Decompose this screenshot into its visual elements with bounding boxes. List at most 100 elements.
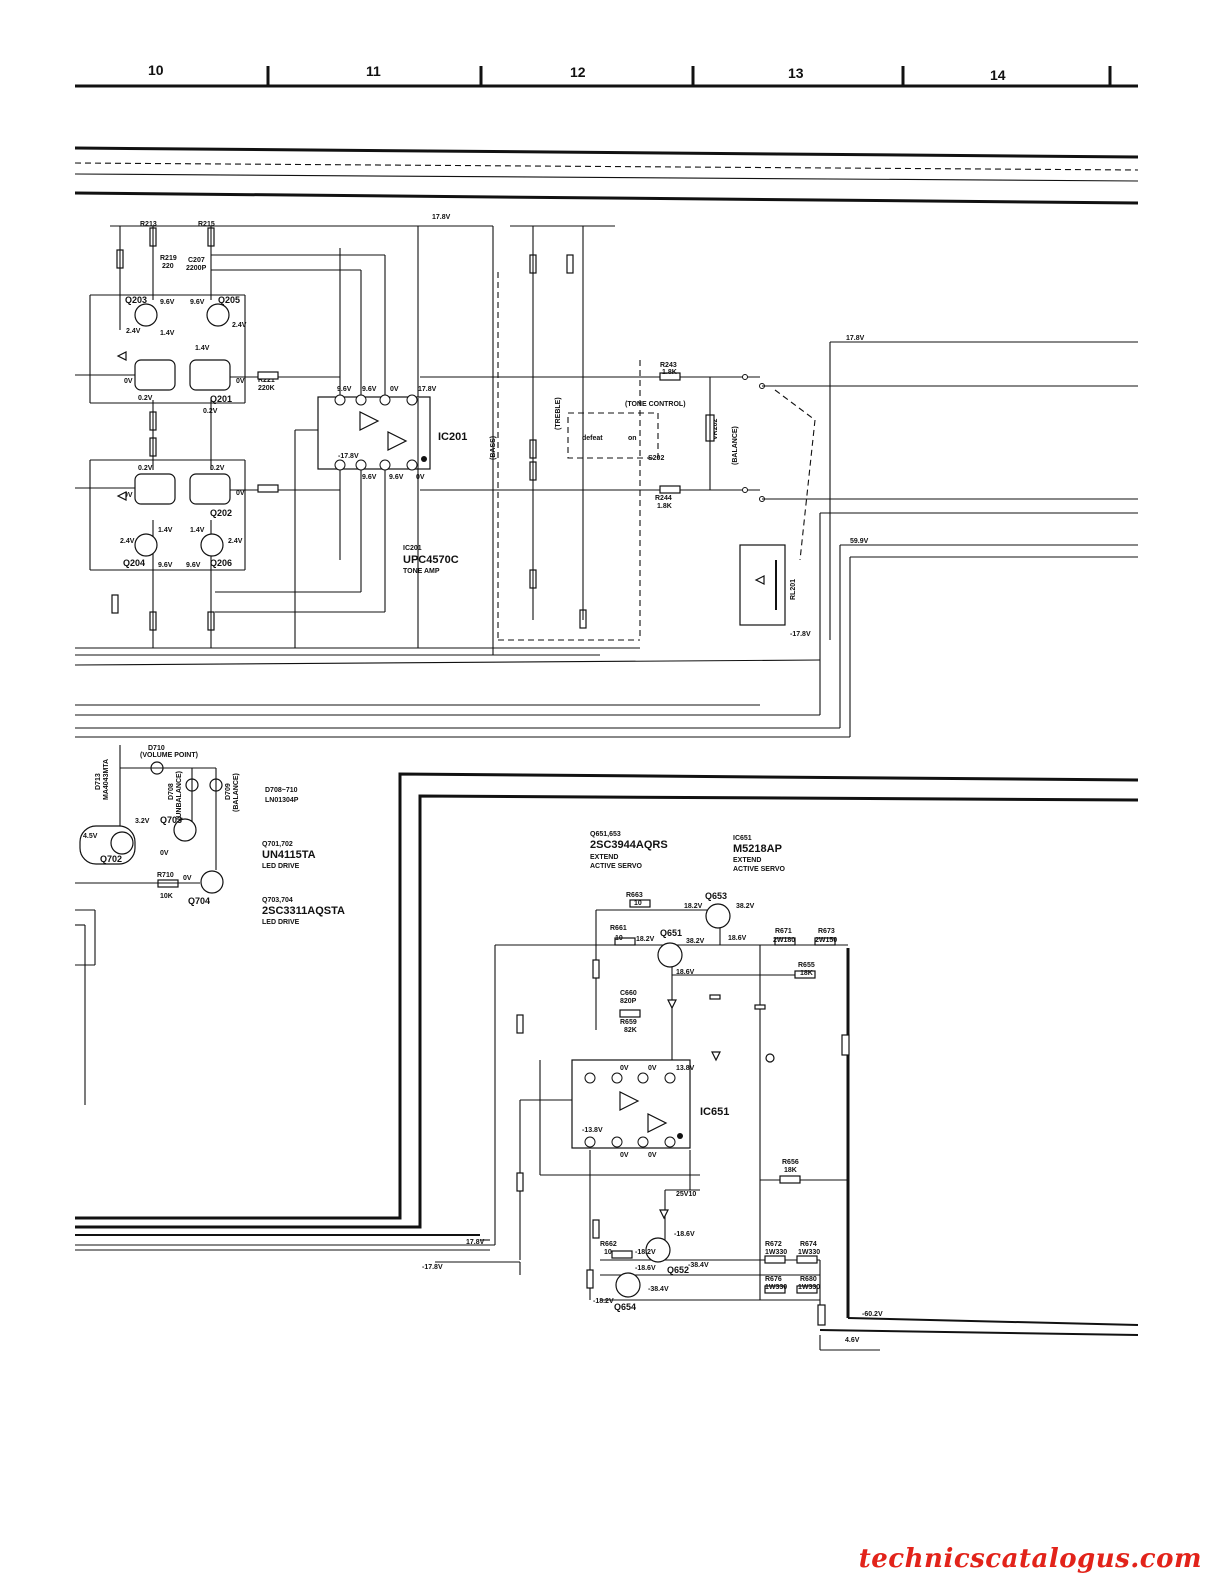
r672-ref: R672 xyxy=(765,1241,782,1248)
r655-ref: R655 xyxy=(798,962,815,969)
r662-ref: R662 xyxy=(600,1241,617,1248)
voltage-label: 9.6V xyxy=(337,386,352,393)
voltage-label: 17.8V xyxy=(846,335,865,342)
voltage-label: -38.4V xyxy=(688,1262,709,1269)
ic201-body xyxy=(317,396,431,470)
q203-label: Q203 xyxy=(125,295,147,305)
voltage-label: 0V xyxy=(390,386,399,393)
tone-control-label: (TONE CONTROL) xyxy=(625,401,686,408)
defeat-label: defeat xyxy=(582,435,603,442)
lower-frame-buses: -60.2V 4.6V xyxy=(75,772,1139,1351)
q205-label: Q205 xyxy=(218,295,240,305)
vr202-label: VR202 xyxy=(712,418,719,440)
voltage-label: 9.6V xyxy=(389,474,404,481)
column-ruler: 10 11 12 13 14 xyxy=(75,62,1138,88)
voltage-label: 0V xyxy=(620,1065,629,1072)
voltage-label: 9.6V xyxy=(190,299,205,306)
r244-ref: R244 xyxy=(655,495,672,502)
r221-val: 220K xyxy=(258,385,275,392)
q702-label: Q702 xyxy=(100,854,122,864)
q701-702-refs: Q701,702 xyxy=(262,841,293,848)
voltage-label: 18.2V xyxy=(684,903,703,910)
voltage-label: 0V xyxy=(183,875,192,882)
voltage-label: 0.2V xyxy=(138,395,153,402)
voltage-label: 1.4V xyxy=(190,527,205,534)
r243-ref: R243 xyxy=(660,362,677,369)
voltage-label: 0V xyxy=(648,1065,657,1072)
voltage-label: 1.4V xyxy=(160,330,175,337)
voltage-label: -18.2V xyxy=(635,1249,656,1256)
voltage-label: 1.4V xyxy=(158,527,173,534)
r655-val: 18K xyxy=(800,970,813,977)
voltage-label: 4.6V xyxy=(845,1337,860,1344)
q202-label: Q202 xyxy=(210,508,232,518)
voltage-label: 59.9V xyxy=(850,538,869,545)
voltage-label: 13.8V xyxy=(676,1065,695,1072)
voltage-label: -17.8V xyxy=(338,453,359,460)
r221-ref: R221 xyxy=(258,377,275,384)
q704-label: Q704 xyxy=(188,896,210,906)
r661-val: 10 xyxy=(615,935,623,942)
q703-704-refs: Q703,704 xyxy=(262,897,293,904)
voltage-label: 0.2V xyxy=(203,408,218,415)
voltage-label: -60.2V xyxy=(862,1311,883,1318)
voltage-label: 0V xyxy=(236,490,245,497)
d710-label: D710 xyxy=(148,745,165,752)
ruler-col-14: 14 xyxy=(990,67,1006,83)
voltage-label: 18.6V xyxy=(676,969,695,976)
r672-val: 1W330 xyxy=(765,1249,787,1256)
r676-ref: R676 xyxy=(765,1276,782,1283)
r213-ref: R213 xyxy=(140,221,157,228)
r656-ref: R656 xyxy=(782,1159,799,1166)
c660-val: 820P xyxy=(620,998,637,1005)
c660-ref: C660 xyxy=(620,990,637,997)
q201-label: Q201 xyxy=(210,394,232,404)
voltage-label: 0V xyxy=(416,474,425,481)
voltage-label: 0.2V xyxy=(210,465,225,472)
q701-702-desc: LED DRIVE xyxy=(262,863,300,870)
q206-label: Q206 xyxy=(210,558,232,568)
q653-label: Q653 xyxy=(705,891,727,901)
ruler-col-11: 11 xyxy=(366,63,381,79)
voltage-label: -17.8V xyxy=(790,631,811,638)
d709-desc: (BALANCE) xyxy=(233,773,240,812)
d708-label: D708 xyxy=(168,783,175,800)
voltage-label: 4.5V xyxy=(83,833,98,840)
s202-label: S202 xyxy=(648,455,664,462)
voltage-label: 0V xyxy=(124,378,133,385)
q703-704-part: 2SC3311AQSTA xyxy=(262,905,345,917)
q651-label: Q651 xyxy=(660,928,682,938)
voltage-label: 17.8V xyxy=(418,386,437,393)
voltage-label: -17.8V xyxy=(422,1264,443,1271)
r671-ref: R671 xyxy=(775,928,792,935)
voltage-label: 18.2V xyxy=(636,936,655,943)
voltage-label: 0V xyxy=(620,1152,629,1159)
voltage-label: -18.6V xyxy=(635,1265,656,1272)
voltage-label: 18.6V xyxy=(728,935,747,942)
ic201-note-ref: IC201 xyxy=(403,545,422,552)
voltage-label: 1.4V xyxy=(195,345,210,352)
voltage-label: 3.2V xyxy=(135,818,150,825)
voltage-label: 0.2V xyxy=(138,465,153,472)
ic201-part: UPC4570C xyxy=(403,554,459,566)
d713-desc: MA4043MTA xyxy=(103,759,110,800)
c207-ref: C207 xyxy=(188,257,205,264)
q651-653-refs: Q651,653 xyxy=(590,831,621,838)
voltage-label: 0V xyxy=(236,378,245,385)
r243-val: 1.8K xyxy=(662,369,677,376)
d708-710-refs: D708~710 xyxy=(265,787,298,794)
voltage-label: -13.8V xyxy=(582,1127,603,1134)
balance-label: (BALANCE) xyxy=(732,426,739,465)
q204-label: Q204 xyxy=(123,558,145,568)
r659-ref: R659 xyxy=(620,1019,637,1026)
r661-ref: R661 xyxy=(610,925,627,932)
q703-label: Q703 xyxy=(160,815,182,825)
rl201-label: RL201 xyxy=(790,579,797,600)
d709-label: D709 xyxy=(225,783,232,800)
voltage-label: -38.4V xyxy=(648,1286,669,1293)
d713-label: D713 xyxy=(95,773,102,790)
on-label: on xyxy=(628,435,637,442)
voltage-label: 9.6V xyxy=(158,562,173,569)
ic201-desc: TONE AMP xyxy=(403,568,440,575)
